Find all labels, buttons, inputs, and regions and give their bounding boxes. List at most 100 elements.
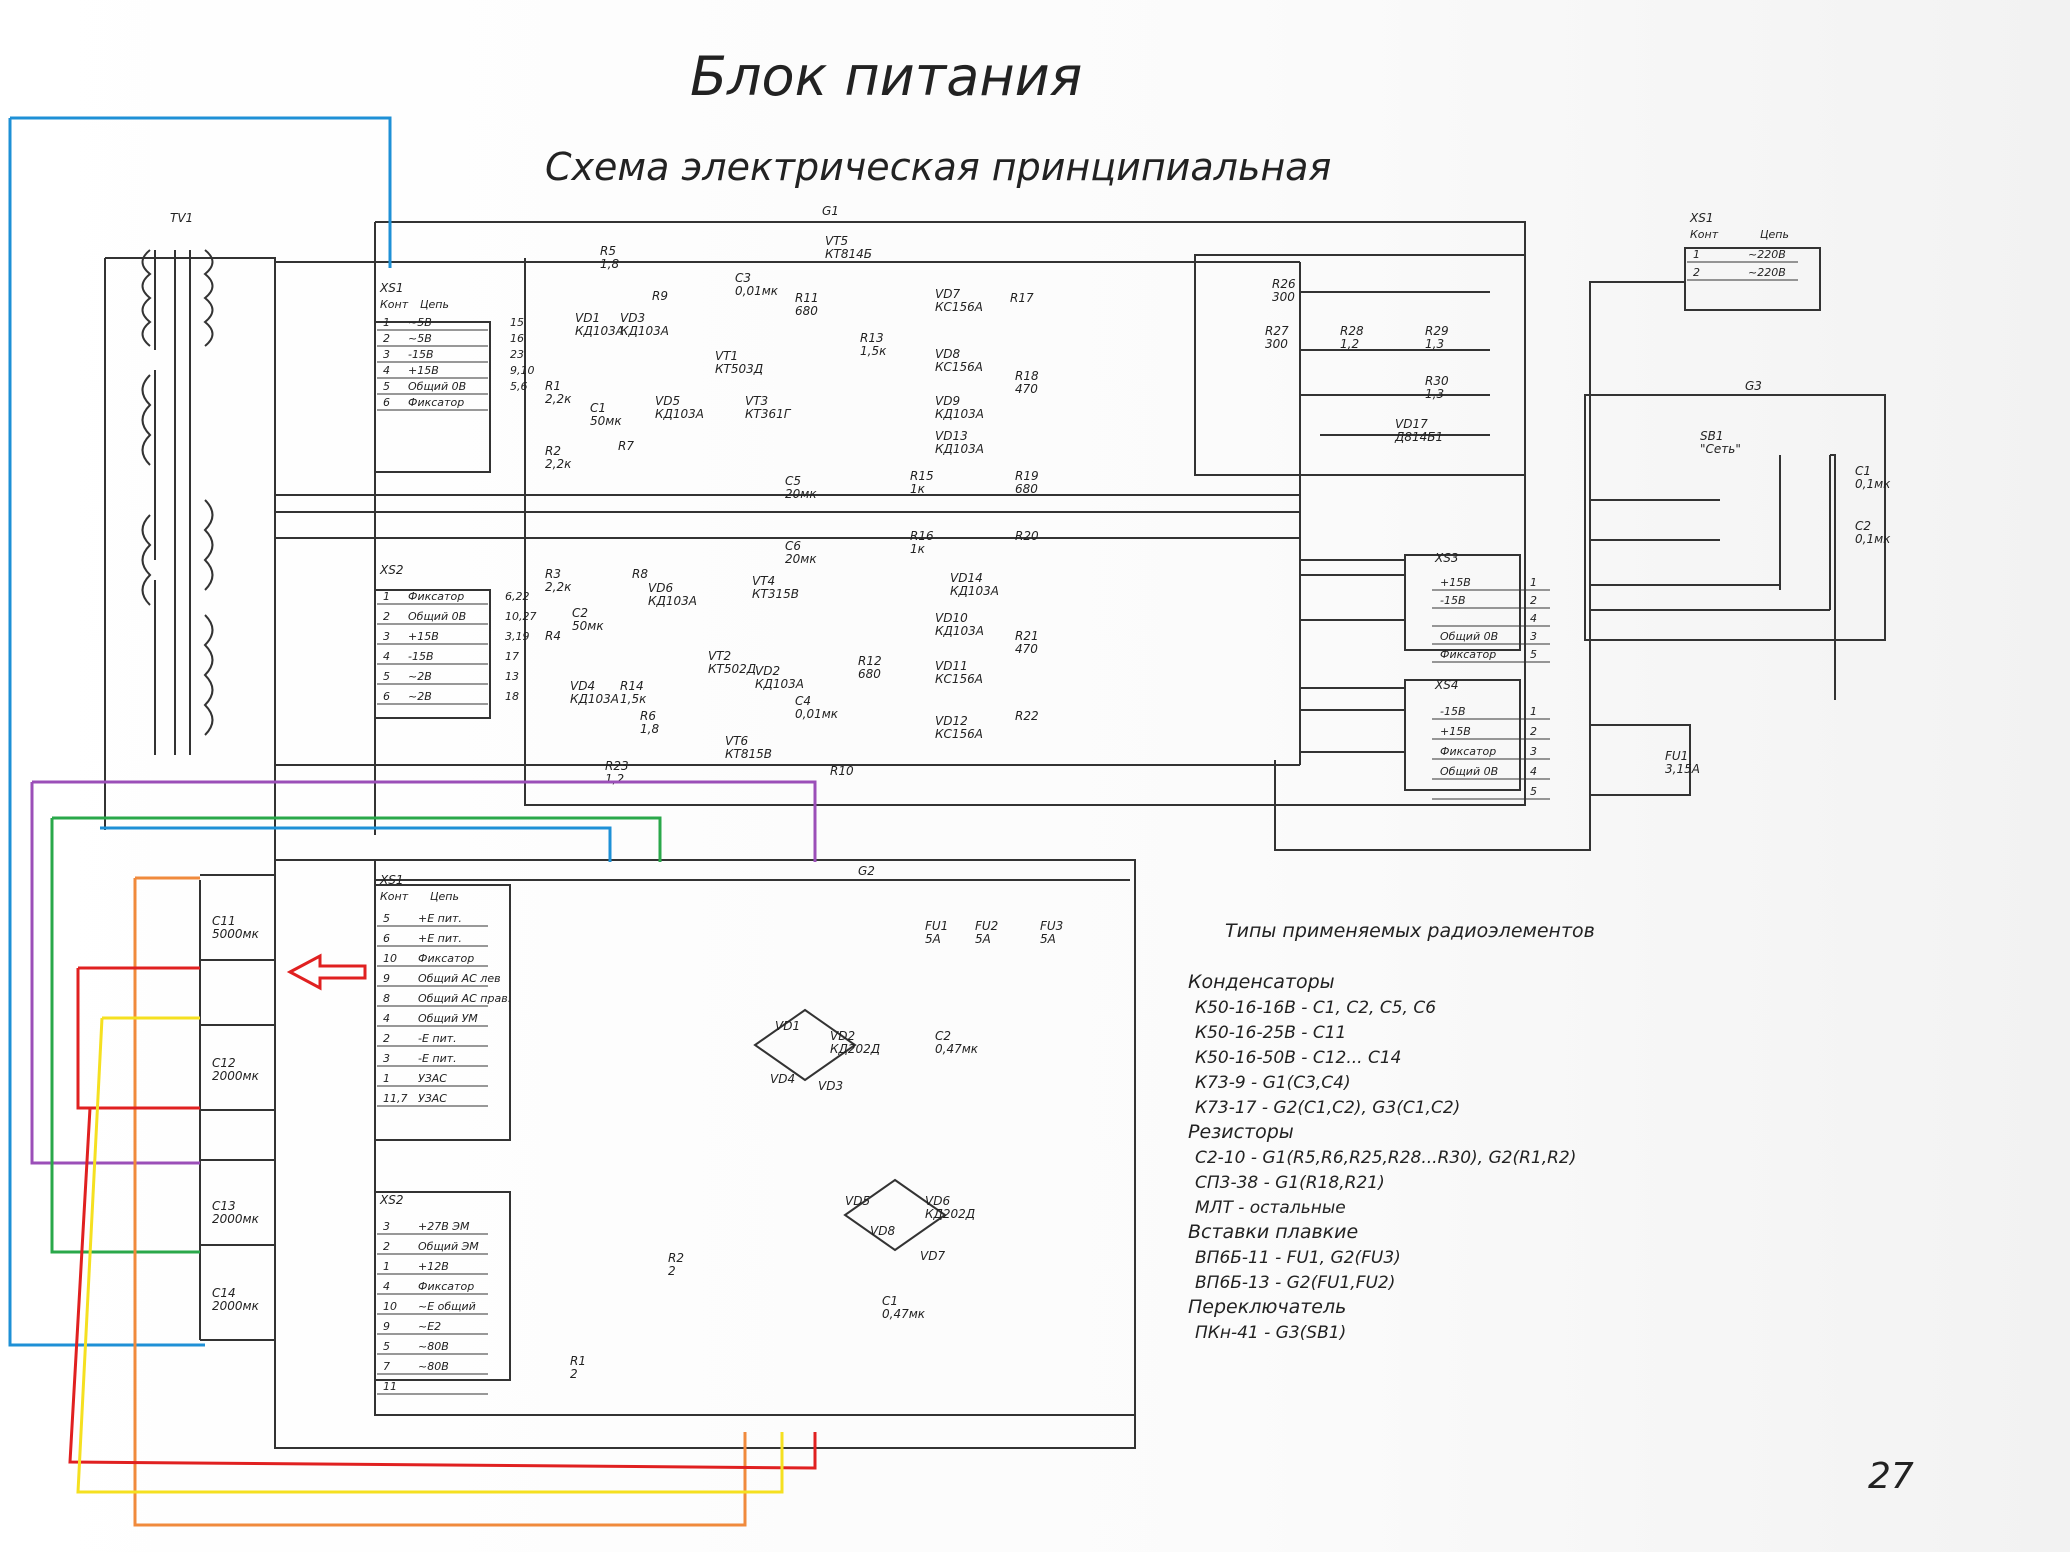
connector-contact: 1 <box>1530 576 1537 589</box>
component-value: КС156А <box>935 727 983 741</box>
legend-item: ПКн-41 - G3(SB1) <box>1195 1323 1346 1343</box>
connector-wire: 23 <box>510 348 524 361</box>
connector-chain: +E пит. <box>418 912 462 925</box>
component-ref: VD14 <box>950 571 983 585</box>
connector-chain: Общий АС лев <box>418 972 501 985</box>
component-value: КД103А <box>935 407 984 421</box>
connector-chain: Фиксатор <box>1440 648 1496 661</box>
connector-chain: Общий АС прав. <box>418 992 511 1005</box>
connector-chain: +E пит. <box>418 932 462 945</box>
component-value: 20мк <box>785 552 817 566</box>
component-value: 680 <box>858 667 881 681</box>
component-value: КТ502Д <box>708 662 756 676</box>
component-ref: C1 <box>590 401 606 415</box>
component-value: 2 <box>570 1367 578 1381</box>
connector-contact: 1 <box>383 1260 390 1273</box>
component-value: 0,47мк <box>935 1042 979 1056</box>
component-ref: VD3 <box>620 311 645 325</box>
component-ref: VD11 <box>935 659 968 673</box>
component-ref: VD2 <box>830 1029 855 1043</box>
connector-name: XS2 <box>379 1193 403 1207</box>
connector-contact: 6 <box>383 690 390 703</box>
component-value: КД103А <box>575 324 624 338</box>
component-ref: FU3 <box>1040 919 1063 933</box>
component-ref: R16 <box>910 529 934 543</box>
component-ref: R2 <box>545 444 561 458</box>
connector-chain: ~80В <box>418 1340 449 1353</box>
connector-chain: +15В <box>408 364 439 377</box>
component-ref: C1 <box>882 1294 898 1308</box>
connector-contact: 1 <box>1693 248 1700 261</box>
component-value: 2000мк <box>212 1299 260 1313</box>
connector-contact: 4 <box>1530 612 1537 625</box>
component-ref: VD8 <box>870 1224 895 1238</box>
component-value: 0,47мк <box>882 1307 926 1321</box>
connector-chain: Фиксатор <box>408 590 464 603</box>
component-value: 1,2 <box>605 772 624 786</box>
connector-contact: 2 <box>1530 725 1537 738</box>
connector-contact: 3 <box>383 348 390 361</box>
component-value: 0,01мк <box>735 284 779 298</box>
legend-item: К50-16-25В - С11 <box>1195 1023 1346 1043</box>
component-value: КС156А <box>935 672 983 686</box>
component-ref: C13 <box>212 1199 236 1213</box>
component-ref: VT5 <box>825 234 848 248</box>
component-ref: VD4 <box>770 1072 795 1086</box>
overlay-purple-line <box>30 780 817 1165</box>
connector-name: XS2 <box>379 563 403 577</box>
component-value: 1,2 <box>1340 337 1359 351</box>
connector-contact: 5 <box>383 1340 390 1353</box>
component-value: 2,2к <box>545 392 572 406</box>
page-subtitle: Схема электрическая принципиальная <box>545 145 1331 189</box>
connector-chain: ~2В <box>408 670 432 683</box>
component-value: КС156А <box>935 300 983 314</box>
component-value: КД103А <box>755 677 804 691</box>
connector-contact: 2 <box>383 1032 390 1045</box>
overlay-red-line <box>68 966 817 1470</box>
connector-name: XS4 <box>1434 678 1458 692</box>
component-ref: R17 <box>1010 291 1034 305</box>
component-ref: C11 <box>212 914 236 928</box>
connector-contact: 5 <box>383 912 390 925</box>
connector-contact: 2 <box>1530 594 1537 607</box>
component-value: 50мк <box>572 619 604 633</box>
component-value: КТ815В <box>725 747 772 761</box>
column-header-chain: Цепь <box>430 890 459 903</box>
component-ref: VD4 <box>570 679 595 693</box>
component-value: 5А <box>975 932 991 946</box>
component-value: 680 <box>1015 482 1038 496</box>
page-title: Блок питания <box>690 45 1082 108</box>
component-ref: R20 <box>1015 529 1039 543</box>
component-ref: R29 <box>1425 324 1449 338</box>
column-header-chain: Цепь <box>420 298 449 311</box>
component-ref: C2 <box>572 606 588 620</box>
component-ref: C2 <box>1855 519 1871 533</box>
component-value: КД103А <box>950 584 999 598</box>
component-ref: VD3 <box>818 1079 843 1093</box>
component-ref: R9 <box>652 289 668 303</box>
component-ref: R2 <box>668 1251 684 1265</box>
legend-heading: Резисторы <box>1188 1121 1294 1143</box>
component-ref: R23 <box>605 759 629 773</box>
component-ref: C3 <box>735 271 751 285</box>
component-value: 5А <box>925 932 941 946</box>
component-ref: VD17 <box>1395 417 1428 431</box>
component-value: 1,8 <box>640 722 659 736</box>
connector-contact: 1 <box>383 590 390 603</box>
component-ref: R12 <box>858 654 882 668</box>
component-ref: C5 <box>785 474 801 488</box>
connector-wire: 17 <box>505 650 519 663</box>
component-ref: VD8 <box>935 347 960 361</box>
component-ref: VD12 <box>935 714 968 728</box>
component-ref: C2 <box>935 1029 951 1043</box>
connector-wire: 9,10 <box>510 364 535 377</box>
component-value: КД103А <box>620 324 669 338</box>
component-ref: R30 <box>1425 374 1449 388</box>
connector-chain: Общий ЭМ <box>418 1240 479 1253</box>
connector-contact: 5 <box>1530 785 1537 798</box>
component-ref: R1 <box>570 1354 586 1368</box>
connector-chain: УЗАС <box>418 1092 447 1105</box>
